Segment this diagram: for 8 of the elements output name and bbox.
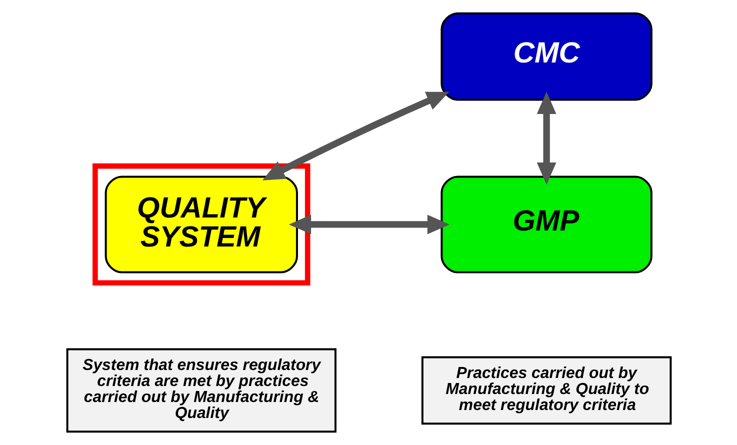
node-box: Practices carried out by Manufacturing & Quality to meet regulatory criteria [420, 356, 672, 425]
arrow [288, 214, 450, 234]
arrow [262, 92, 449, 180]
node-box: QUALITY SYSTEM [104, 176, 298, 274]
node-box: CMC [440, 12, 652, 101]
node-box: System that ensures regulatory criteria are met by practices carried out by Manufacturing & Quality [66, 348, 336, 433]
node-box: GMP [440, 176, 652, 274]
arrow [536, 92, 556, 185]
